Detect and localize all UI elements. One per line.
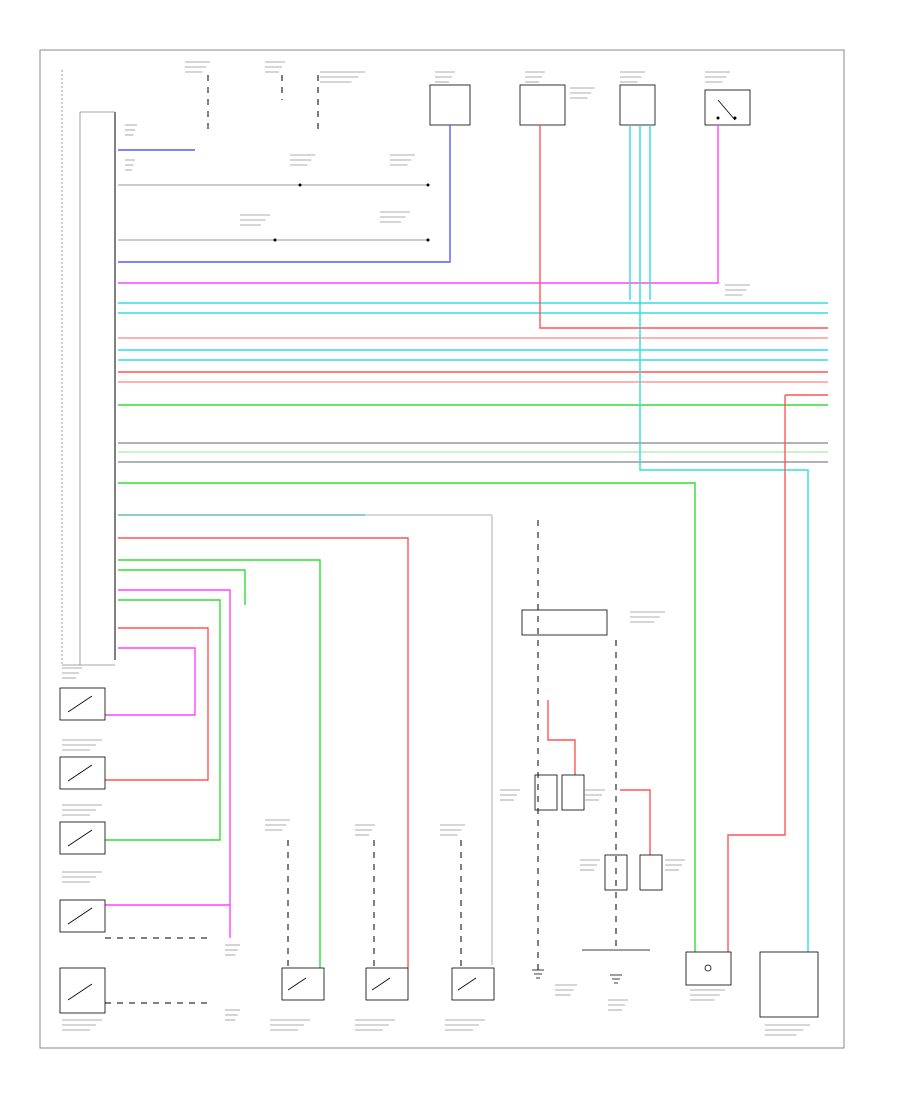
- wire-green-4: [118, 569, 246, 605]
- wire-green-2: [118, 482, 696, 952]
- top-components: [207, 75, 751, 135]
- wire-magenta: [118, 125, 719, 284]
- wire-red-1: [539, 125, 828, 329]
- left-switches: [59, 687, 210, 1014]
- bottom-switches: [281, 840, 819, 1018]
- wire-red-5: [118, 537, 409, 968]
- center-components: [521, 520, 663, 984]
- wire-cyan-6: [639, 125, 809, 952]
- wire-green-5: [105, 599, 221, 841]
- label-marks: [62, 61, 810, 1036]
- diagram-frame: [39, 49, 845, 1049]
- wire-green-3: [118, 559, 321, 968]
- gray-signal-lines: [118, 183, 493, 965]
- wire-magenta-2: [118, 589, 231, 938]
- wire-red-6: [105, 627, 209, 781]
- wire-red-10: [620, 789, 651, 855]
- wire-red-9: [547, 700, 576, 775]
- wire-blue-main: [118, 125, 451, 263]
- main-control-module: [61, 70, 116, 666]
- wire-magenta-3: [105, 647, 196, 716]
- wire-red-8: [727, 395, 786, 952]
